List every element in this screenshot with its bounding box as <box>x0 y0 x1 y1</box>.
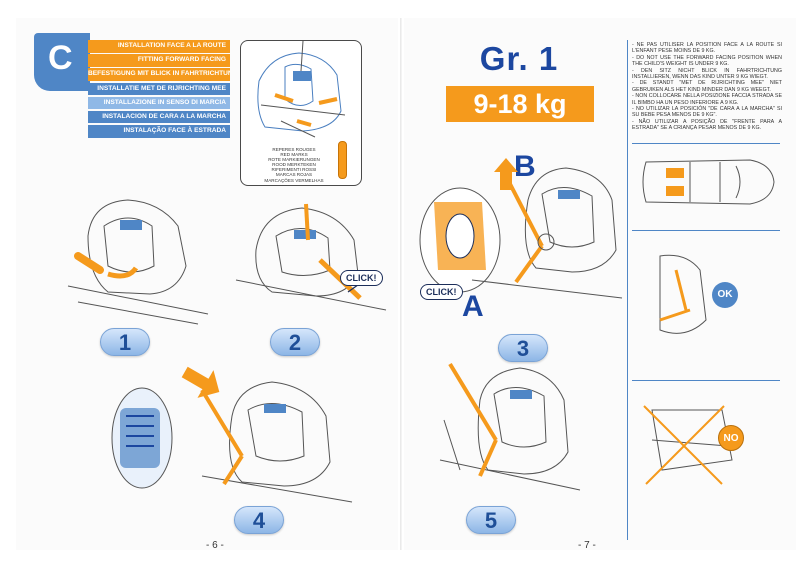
arrow-up-b <box>494 158 518 190</box>
click-callout-step3: CLICK! <box>420 284 463 300</box>
label-a: A <box>462 290 484 323</box>
section-letter: C <box>48 39 73 77</box>
step-3-badge: 3 <box>498 334 548 362</box>
divider-1 <box>632 143 780 144</box>
step1-illustration <box>67 199 209 325</box>
lang-title-en: FITTING FORWARD FACING <box>88 54 230 67</box>
lang-title-es: INSTALACION DE CARA A LA MARCHA <box>88 110 230 124</box>
car-seat-illustration <box>257 40 346 138</box>
step-2-badge: 2 <box>270 328 320 356</box>
lang-title-pt: INSTALAÇÃO FACE À ESTRADA <box>88 125 230 138</box>
lang-title-it: INSTALLAZIONE IN SENSO DI MARCIA <box>88 96 230 110</box>
step5-illustration <box>439 362 581 491</box>
page-number-left: - 6 - <box>206 540 224 551</box>
step-5-badge: 5 <box>466 506 516 534</box>
warning-notes: - NE PAS UTILISER LA POSITION FACE A LA … <box>632 42 782 132</box>
note-de: - DEN SITZ NICHT BLICK IN FAHRTRICHTUNG … <box>632 67 782 81</box>
language-titles: INSTALLATION FACE A LA ROUTE FITTING FOR… <box>88 40 230 139</box>
red-marks-box: REPERES ROUGES RED MARKS ROTE MARKIERUNG… <box>240 40 362 186</box>
step-1-badge: 1 <box>100 328 150 356</box>
group-title: Gr. 1 <box>479 40 559 77</box>
ok-badge: OK <box>712 282 738 308</box>
belt-no-illustration <box>643 405 733 485</box>
note-es: - NO UTILIZAR LA POSICIÓN "DE CARA A LA … <box>632 106 782 119</box>
note-it: - NON COLLOCARE NELLA POSIZIONE FACCIA S… <box>632 93 782 106</box>
step2-illustration <box>235 203 387 311</box>
lang-title-fr: INSTALLATION FACE A LA ROUTE <box>88 40 230 53</box>
note-pt: - NÃO UTILIZAR A POSIÇÃO DE "FRENTE PARA… <box>632 118 782 132</box>
section-badge: C <box>34 33 90 91</box>
step4-illustration <box>111 366 353 503</box>
page-number-right: - 7 - <box>578 540 596 551</box>
column-divider <box>627 40 628 540</box>
label-b: B <box>514 150 536 183</box>
red-mark-swatch <box>338 141 347 179</box>
lang-title-nl: INSTALLATIE MET DE RIJRICHTING MEE <box>88 82 230 96</box>
divider-2 <box>632 230 780 231</box>
red-marks-caption: REPERES ROUGES RED MARKS ROTE MARKIERUNG… <box>264 147 324 183</box>
divider-3 <box>632 380 780 381</box>
page-spine <box>400 18 402 550</box>
step3-illustration <box>419 167 623 299</box>
belt-ok-illustration <box>659 254 707 334</box>
note-en: - DO NOT USE THE FORWARD FACING POSITION… <box>632 54 782 68</box>
car-top-view <box>642 159 775 205</box>
step-4-badge: 4 <box>234 506 284 534</box>
no-badge: NO <box>718 425 744 451</box>
note-nl: - DE STANDT "MET DE RIJRICHTING MEE" NIE… <box>632 80 782 93</box>
click-callout-step2: CLICK! <box>340 270 383 286</box>
weight-range: 9-18 kg <box>446 86 594 122</box>
note-fr: - NE PAS UTILISER LA POSITION FACE A LA … <box>632 42 782 55</box>
lang-title-de: BEFESTIGUNG MIT BLICK IN FAHRTRICHTUNG <box>88 68 230 81</box>
